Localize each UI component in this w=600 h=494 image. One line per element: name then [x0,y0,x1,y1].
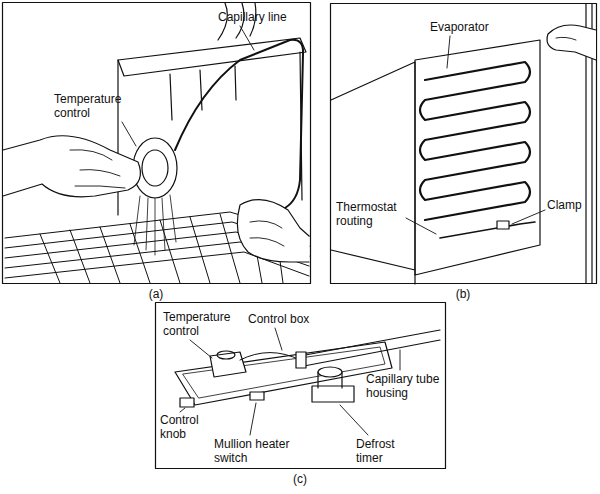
control-housing [118,38,306,215]
panel-frame [156,303,446,469]
panel-caption: (c) [280,472,320,486]
part-label: Defrost timer [356,437,412,465]
part-label: Evaporator [430,20,510,34]
part-label: Temperature control [163,310,243,338]
part-label: Control knob [160,413,212,441]
leader-line [250,403,256,435]
capillary-line [175,40,303,208]
leader-line [240,26,254,50]
thermostat-routing [440,222,535,238]
part-label: Control box [248,312,328,326]
panel-frame [331,4,597,284]
left-hand [3,136,140,197]
right-hand [237,200,309,262]
leader-line [340,405,368,435]
part-label: Thermostat routing [336,200,406,228]
temperature-control-dial [217,351,235,359]
part-label: Temperature control [54,92,134,120]
clamp [497,221,509,229]
capillary-tube-housing [300,330,440,366]
panel-frame [3,3,311,284]
part-label: Mullion heater switch [214,437,306,465]
defrost-timer [312,367,354,402]
housing-bracket [296,352,306,368]
part-label: Capillary tube housing [366,372,442,400]
panel-caption: (a) [136,287,176,301]
leader-line [180,408,185,412]
hand [547,25,596,60]
leader-line [512,210,545,224]
leader-line [275,328,282,350]
temperature-control [210,352,246,377]
leader-line [122,122,136,146]
evaporator-plate [415,40,540,275]
evaporator-coil [420,62,530,220]
mullion-heater-switch [250,392,264,400]
panel-caption: (b) [443,287,483,301]
part-label: Capillary line [218,10,318,24]
leader-line [400,350,401,370]
temperature-control [133,138,177,255]
leader-line [447,36,450,68]
leader-line [406,218,436,234]
control-knob [180,398,194,407]
part-label: Clamp [547,198,585,212]
control-box [175,342,392,405]
capillary-tube [240,353,300,361]
leader-line [190,340,212,358]
cabinet-wall [331,62,415,284]
